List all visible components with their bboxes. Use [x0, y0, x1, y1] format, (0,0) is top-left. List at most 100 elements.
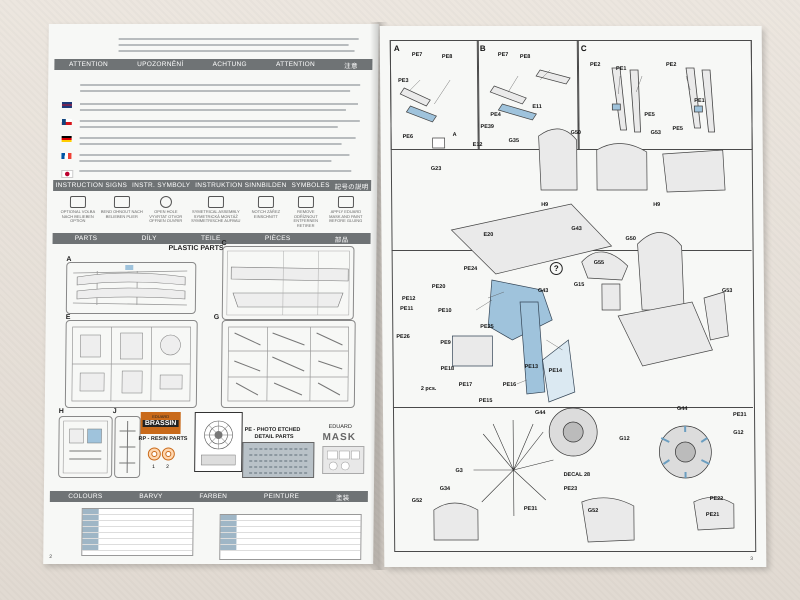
sprue-j-drawing [119, 421, 136, 473]
flag-france-icon [61, 153, 72, 159]
sprue-a [65, 262, 197, 314]
text-line [79, 143, 342, 145]
pe-fret-small-drawing [200, 420, 236, 466]
symbols-header: INSTRUCTION SIGNS [55, 182, 128, 189]
right-page: A B C [379, 26, 767, 567]
part-label: PE5 [672, 126, 683, 132]
part-label: PE7 [411, 52, 423, 58]
part-label: PE8 [441, 54, 453, 60]
text-line [79, 154, 350, 156]
part-label: PE23 [563, 486, 578, 492]
glue-icon [69, 196, 87, 208]
flag-czech-icon [61, 119, 72, 125]
part-label: G50 [625, 236, 636, 242]
text-line [79, 109, 346, 111]
attention-header: ATTENTION [275, 61, 316, 68]
part-label: G12 [733, 430, 744, 436]
sprue-g [220, 320, 356, 408]
parts-header: TEILE [200, 235, 221, 242]
symbols-header: INSTRUKTION SINNBILDEN [195, 182, 287, 189]
mask-top: EDUARD [328, 424, 352, 430]
symbol-apply-mask: APPLY EDUARD MASK AND PAINT BEFORE GLUIN… [325, 196, 367, 228]
sprue-label-g: G [213, 314, 220, 321]
part-label: G53 [650, 130, 662, 136]
parts-header: PIÈCES [264, 235, 291, 242]
part-label: PE18 [440, 366, 455, 372]
part-label: G52 [411, 498, 423, 504]
part-label: H9 [541, 202, 549, 208]
sprue-c [221, 246, 355, 320]
text-line [79, 126, 338, 128]
pe-fret-colour-drawing [249, 448, 308, 474]
colours-header: FARBEN [199, 493, 228, 500]
notch-icon [257, 196, 275, 208]
part-label: G34 [439, 486, 451, 492]
part-label: PE26 [396, 334, 410, 340]
part-label: G44 [676, 406, 688, 412]
part-label: PE21 [705, 512, 720, 518]
attention-header: UPOZORNĚNÍ [137, 61, 184, 68]
part-label: G3 [455, 468, 463, 474]
remove-icon [297, 196, 315, 208]
mask-sheet [322, 446, 365, 474]
assembly-drawings [399, 67, 735, 543]
part-label: PE3 [398, 78, 409, 84]
part-label: PE7 [497, 52, 509, 58]
decal-note: DECAL 28 [563, 472, 591, 478]
sprue-e-drawing [71, 326, 192, 402]
part-label: A [452, 132, 457, 138]
symbols-band: INSTRUCTION SIGNS INSTR. SYMBOLY INSTRUK… [53, 180, 372, 191]
attention-header: 注意 [344, 62, 358, 70]
parts-header: DÍLY [141, 235, 157, 242]
decal-icon [337, 196, 355, 208]
pcs-note: 2 pcs. [420, 386, 437, 392]
part-label: PE31 [523, 506, 538, 512]
mask-sheet-drawing [327, 450, 360, 471]
colours-band: COLOURS BARVY FARBEN PEINTURE 塗装 [49, 491, 368, 502]
sprue-h-drawing [62, 420, 108, 474]
symbol-open-hole: OPEN HOLE VYVRTAT OTVOR OFFNEN OUVRIR [145, 196, 187, 228]
sprue-j [114, 416, 141, 478]
question-mark: ? [549, 262, 563, 275]
symbol-bend: BEND OHNOUT NACH BELIEBEN PLIER [101, 196, 143, 228]
part-label: PE39 [480, 124, 495, 130]
part-label: PE4 [490, 112, 501, 118]
part-label: PE12 [401, 296, 416, 302]
sprue-label-j: J [112, 408, 117, 415]
text-line [80, 90, 351, 92]
part-label: E20 [483, 232, 494, 238]
part-label: E12 [472, 142, 483, 148]
text-line [79, 120, 360, 122]
attention-header: ATTENTION [68, 61, 109, 68]
pe-fret-colour [242, 442, 315, 478]
text-line [79, 160, 332, 162]
parts-header: 部品 [334, 236, 349, 244]
attention-header: ACHTUNG [212, 61, 247, 68]
part-label: PE20 [431, 284, 446, 290]
brassin-logo: EDUARD BRASSIN [140, 412, 181, 434]
brassin-top: EDUARD [152, 414, 170, 419]
symbol-text: NOTCH ZÁŘEZ EINSCHNITT [251, 209, 281, 219]
part-label: PE9 [440, 340, 451, 346]
flag-uk-icon [61, 102, 73, 108]
text-line [118, 50, 355, 52]
flag-germany-icon [61, 136, 72, 142]
part-label: G50 [570, 130, 582, 136]
part-label: G52 [587, 508, 599, 514]
part-label: G35 [508, 138, 520, 144]
part-label: PE5 [644, 112, 655, 118]
sprue-e [64, 320, 198, 408]
colours-header: 塗装 [335, 494, 350, 502]
part-label: PE8 [519, 54, 531, 60]
pe-fret-small [194, 412, 243, 472]
page-number-right: 3 [750, 556, 754, 562]
part-label: E11 [532, 104, 542, 110]
symbol-text: OPTIONAL VOLBA NACH BELIEBEN OPTION [60, 209, 96, 224]
symbol-remove: REMOVE ODŘÍZNOUT ENTFERNEN RETIRER [285, 196, 327, 228]
symmetric-icon [207, 196, 225, 208]
sprue-label-h: H [58, 408, 64, 415]
colours-header: COLOURS [68, 493, 103, 500]
left-page: ATTENTION UPOZORNĚNÍ ACHTUNG ATTENTION 注… [43, 24, 379, 564]
part-label: G12 [619, 436, 630, 442]
language-flags [61, 102, 74, 189]
